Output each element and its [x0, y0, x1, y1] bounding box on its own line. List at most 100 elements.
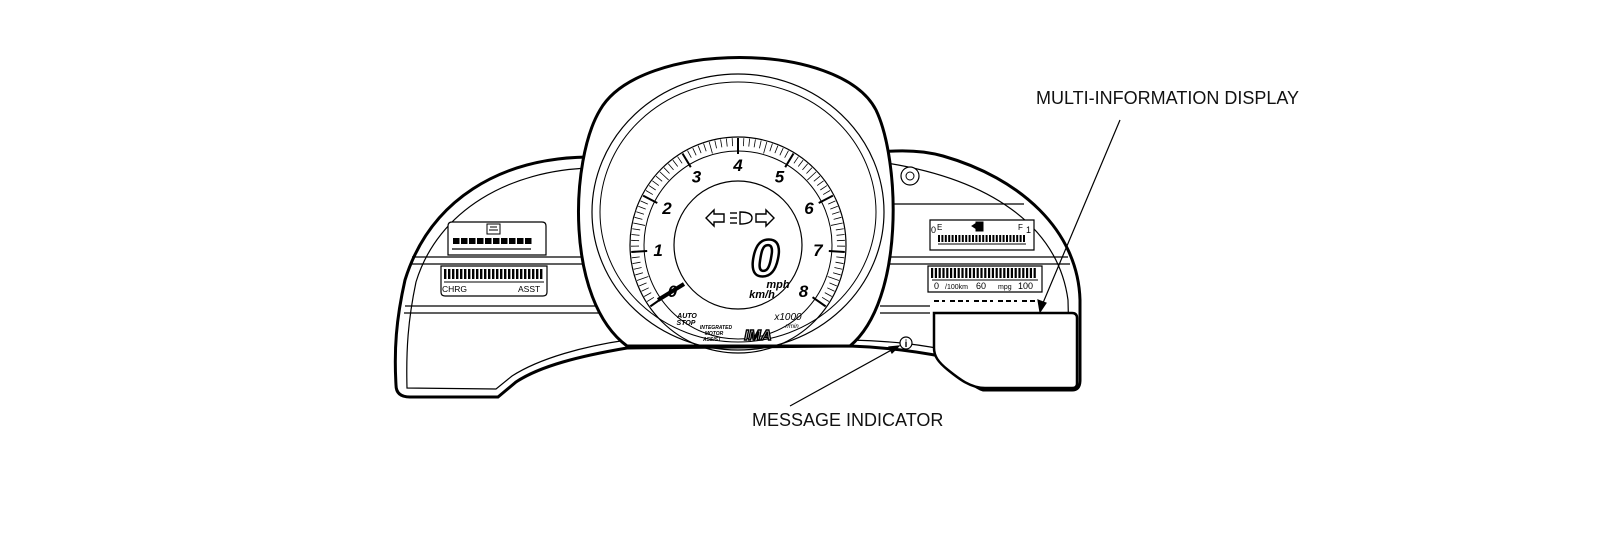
charge-assist-bar-segment	[512, 269, 515, 279]
economy-tick-1: 60	[976, 281, 986, 291]
right-turn-arrow-icon	[755, 208, 775, 228]
fuel-bar-row	[938, 235, 1025, 242]
economy-bar-segment	[957, 268, 960, 278]
economy-bar-segment	[1018, 268, 1021, 278]
charge-assist-bar-segment	[480, 269, 483, 279]
charge-assist-bar-segment	[508, 269, 511, 279]
economy-bar-segment	[1003, 268, 1006, 278]
fuel-bar-segment	[961, 235, 964, 242]
charge-assist-bar-segment	[536, 269, 539, 279]
odometer-dash	[942, 300, 945, 302]
tach-tick	[822, 190, 831, 195]
seatbelt-bar-segment	[469, 238, 476, 244]
economy-bar-segment	[976, 268, 979, 278]
tach-tick	[659, 171, 669, 181]
fuel-bar-segment	[975, 235, 978, 242]
fuel-bar-segment	[982, 235, 985, 242]
tach-tick	[681, 153, 692, 168]
fuel-bar-segment	[1002, 235, 1005, 242]
economy-bar-segment	[946, 268, 949, 278]
left-gauge: CHRG ASST	[440, 221, 548, 297]
speed-value: 0	[751, 230, 780, 288]
fuel-bar-segment	[948, 235, 951, 242]
tach-tick	[769, 143, 773, 152]
tach-tick	[642, 194, 658, 204]
tach-tick	[759, 140, 762, 149]
tach-tick	[636, 211, 645, 215]
tach-tick	[816, 180, 824, 186]
tach-tick	[631, 256, 640, 259]
charge-assist-bar-segment	[520, 269, 523, 279]
tach-tick	[793, 156, 799, 164]
tach-tick	[824, 292, 833, 297]
tach-outer-ring	[629, 136, 847, 354]
economy-bar-segment	[999, 268, 1002, 278]
tach-needle	[656, 282, 686, 302]
odometer-dash	[1014, 300, 1017, 302]
tach-tick	[830, 205, 838, 210]
tach-tick	[813, 175, 821, 182]
fuel-bar-segment	[989, 235, 991, 242]
tach-tick	[634, 216, 643, 220]
tach-tick	[830, 222, 843, 226]
tach-tick	[632, 261, 641, 264]
headlight-icon	[730, 211, 753, 225]
tach-tick	[806, 167, 813, 174]
ima-logo: IMA	[744, 327, 772, 344]
fuel-bar-segment	[938, 235, 940, 242]
tach-multiplier: x1000	[773, 312, 802, 323]
message-indicator: i	[899, 336, 913, 350]
tach-tick	[643, 292, 652, 297]
info-icon-glyph: i	[905, 339, 908, 350]
economy-bar-segment	[934, 268, 937, 278]
tach-tick	[645, 190, 654, 195]
tach-tick	[652, 180, 660, 186]
fuel-bar-segment	[1023, 235, 1025, 242]
tach-tick	[668, 163, 674, 171]
steering-icon	[900, 166, 920, 186]
seatbelt-bar-segment	[485, 238, 492, 244]
tach-tick	[802, 163, 808, 171]
seatbelt-bar-segment	[525, 238, 532, 244]
dome-inner-rim	[599, 81, 877, 343]
seatbelt-bar-segment	[477, 238, 484, 244]
tach-tick	[753, 139, 756, 148]
odometer-dash	[1006, 300, 1011, 302]
tach-tick	[648, 185, 656, 191]
odometer-dash	[1022, 300, 1027, 302]
tach-tick	[703, 143, 707, 152]
tach-tick	[646, 296, 655, 302]
tach-tick	[835, 228, 844, 231]
odometer-dash	[974, 300, 979, 302]
charge-assist-bar-segment	[468, 269, 471, 279]
tach-scale-number: 1	[653, 241, 662, 260]
fuel-bar-segment	[1009, 235, 1012, 242]
tach-tick	[835, 261, 844, 264]
odometer-dash	[958, 300, 963, 302]
charge-assist-bar-segment	[448, 269, 451, 279]
tach-tick	[720, 139, 723, 148]
fuel-bar-segment	[1006, 235, 1008, 242]
economy-bar-segment	[969, 268, 972, 278]
economy-bar-segment	[984, 268, 987, 278]
economy-bar-segment	[1014, 268, 1017, 278]
economy-bar-segment	[1010, 268, 1013, 278]
economy-tick-2: 100	[1018, 281, 1033, 291]
right-gauges: 0 E F 1 0 /100km 60 mpg 100	[900, 166, 1079, 390]
tach-tick	[828, 200, 836, 205]
fuel-bar-segment	[985, 235, 988, 242]
ima-line-2: MOTOR	[705, 331, 724, 337]
tach-tick	[638, 205, 646, 210]
charge-assist-bar-segment	[540, 269, 543, 279]
tach-scale-number: 4	[732, 156, 743, 175]
steering-icon-inner	[905, 171, 915, 181]
odometer-dash	[950, 300, 955, 302]
tach-tick	[687, 150, 692, 158]
charge-assist-bar-segment	[472, 269, 475, 279]
message-indicator-label: MESSAGE INDICATOR	[752, 410, 944, 430]
fuel-bar-segment	[955, 235, 957, 242]
left-turn-arrow-icon	[705, 208, 725, 228]
economy-bar-segment	[961, 268, 964, 278]
tach-tick	[636, 276, 649, 281]
